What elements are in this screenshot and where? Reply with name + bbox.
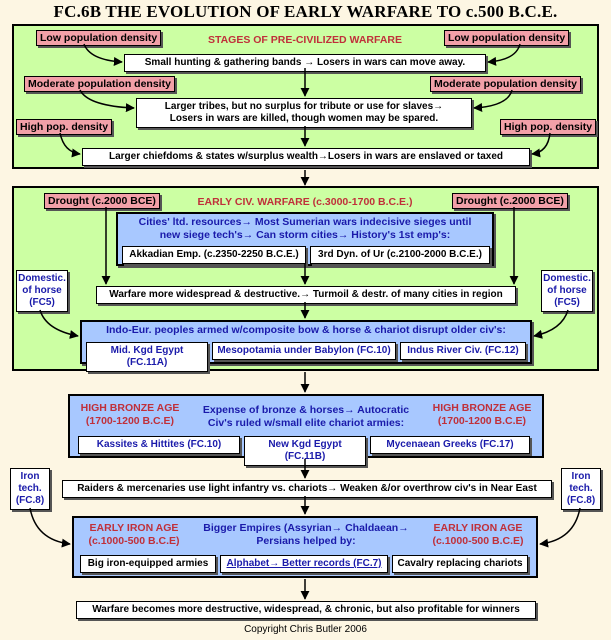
high-density-left: High pop. density <box>16 119 113 135</box>
early-civ-heading: EARLY CIV. WARFARE (c.3000-1700 B.C.E.) <box>197 196 413 208</box>
iron-armies-box: Big iron-equipped armies <box>80 555 216 573</box>
low-density-right: Low population density <box>444 30 570 46</box>
high-density-right: High pop. density <box>500 119 597 135</box>
arrow-low-right <box>487 43 521 66</box>
moderate-density-left: Moderate population density <box>24 76 175 92</box>
mesopotamia-link[interactable]: Mesopotamia under Babylon (FC.10) <box>212 342 396 360</box>
cities-line2: new siege tech's→ Can storm cities→ Hist… <box>159 229 451 241</box>
tribes-box: Larger tribes, but no surplus for tribut… <box>136 98 472 128</box>
ur-dynasty-box: 3rd Dyn. of Ur (c.2100-2000 B.C.E.) <box>310 246 490 264</box>
arrow-horse-right <box>533 309 569 339</box>
horse-domestication-right: Domestic. of horse (FC5) <box>541 270 593 312</box>
moderate-density-right: Moderate population density <box>430 76 581 92</box>
stages-heading: STAGES OF PRE-CIVILIZED WARFARE <box>207 34 403 46</box>
indo-european-text: Indo-Eur. peoples armed w/composite bow … <box>106 324 506 336</box>
chiefdoms-box: Larger chiefdoms & states w/surplus weal… <box>82 148 530 166</box>
drought-right: Drought (c.2000 BCE) <box>452 193 568 209</box>
cavalry-box: Cavalry replacing chariots <box>392 555 528 573</box>
drought-left: Drought (c.2000 BCE) <box>44 193 160 209</box>
arrow-mod-right <box>473 89 513 113</box>
iron-age-label-right: EARLY IRON AGE (c.1000-500 B.C.E) <box>432 522 524 547</box>
final-outcome-box: Warfare becomes more destructive, widesp… <box>76 601 536 619</box>
bronze-age-center: Expense of bronze & horses→ Autocratic C… <box>202 404 410 429</box>
alphabet-link[interactable]: Alphabet→ Better records (FC.7) <box>220 555 388 573</box>
iron-age-label-left: EARLY IRON AGE (c.1000-500 B.C.E) <box>88 522 180 547</box>
indus-river-link[interactable]: Indus River Civ. (FC.12) <box>400 342 526 360</box>
tribes-line2: Losers in wars are killed, though women … <box>169 113 439 124</box>
mycenaean-greeks-link[interactable]: Mycenaean Greeks (FC.17) <box>370 436 530 454</box>
kassites-hittites-link[interactable]: Kassites & Hittites (FC.10) <box>78 436 240 454</box>
bronze-age-label-left: HIGH BRONZE AGE (1700-1200 B.C.E) <box>80 402 180 427</box>
arrow-high-right <box>531 132 551 158</box>
arrow-mod-left <box>79 89 135 113</box>
arrow-iron-right <box>539 507 581 548</box>
mid-kgd-egypt-link[interactable]: Mid. Kgd Egypt (FC.11A) <box>86 342 208 372</box>
akkadian-empire-box: Akkadian Emp. (c.2350-2250 B.C.E.) <box>122 246 306 264</box>
raiders-box: Raiders & mercenaries use light infantry… <box>62 480 552 498</box>
arrow-high-left <box>59 132 81 158</box>
arrow-horse-left <box>39 309 79 339</box>
iron-age-center: Bigger Empires (Assyrian→ Chaldaean→ Per… <box>203 522 409 547</box>
page-title: FC.6B THE EVOLUTION OF EARLY WARFARE TO … <box>53 2 558 21</box>
iron-tech-right: Iron tech. (FC.8) <box>561 468 601 510</box>
low-density-left: Low population density <box>36 30 162 46</box>
cities-line1: Cities' ltd. resources→ Most Sumerian wa… <box>138 216 472 228</box>
tribes-line1: Larger tribes, but no surplus for tribut… <box>164 101 444 112</box>
arrow-iron-left <box>29 507 71 548</box>
bronze-age-label-right: HIGH BRONZE AGE (1700-1200 B.C.E) <box>432 402 532 427</box>
copyright: Copyright Chris Butler 2006 <box>244 624 367 635</box>
warfare-widespread-box: Warfare more widespread & destructive.→ … <box>96 286 516 304</box>
arrow-low-left <box>83 43 123 66</box>
horse-domestication-left: Domestic. of horse (FC5) <box>16 270 68 312</box>
